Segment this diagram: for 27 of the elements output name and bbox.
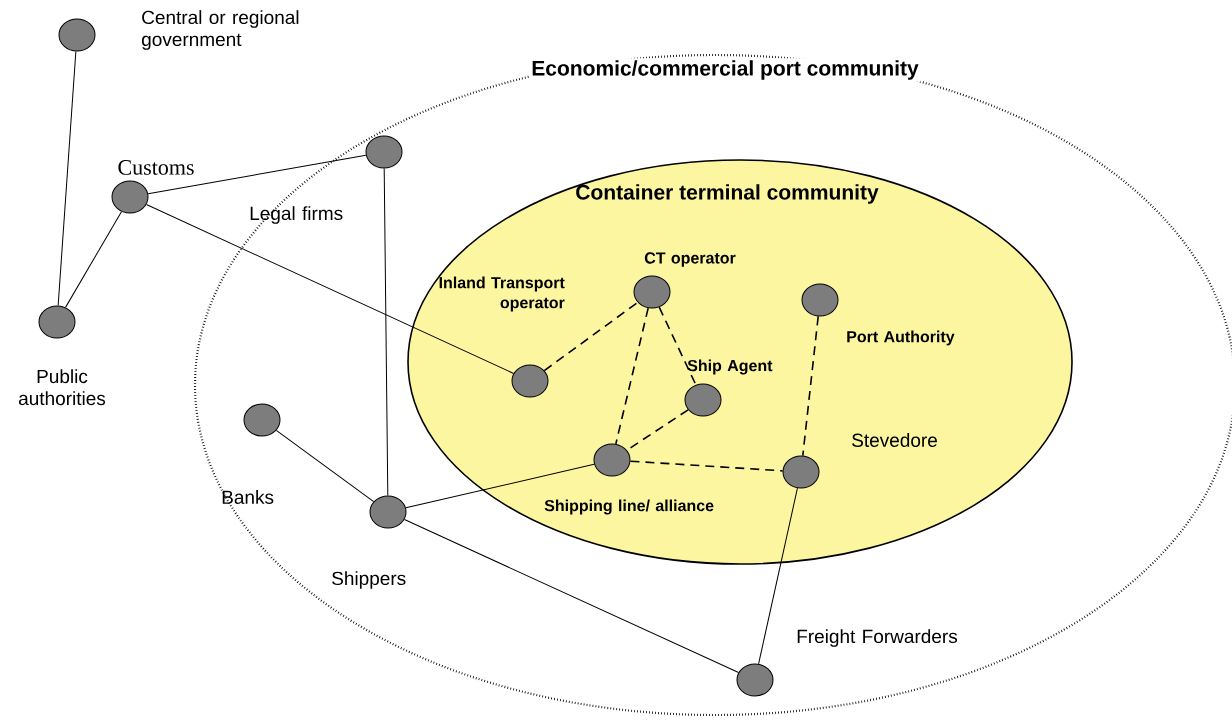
connector-line <box>65 211 122 308</box>
connector-line <box>275 429 375 503</box>
stakeholder-label: Customs <box>118 160 194 175</box>
connector-line <box>383 168 389 496</box>
stakeholder-label: Port Authority <box>847 330 955 346</box>
stakeholder-label: Freight Forwarders <box>797 629 958 647</box>
connector-line <box>145 204 515 374</box>
stakeholder-label: Inland Transport operator <box>439 276 565 312</box>
stakeholder-label: Legal firms <box>250 206 343 224</box>
stakeholder-label: Ship Agent <box>687 359 773 375</box>
stakeholder-label: Public authorities <box>18 369 106 406</box>
stakeholder-label: CT operator <box>644 252 736 267</box>
connector-line <box>543 301 639 372</box>
connector-line <box>405 463 595 509</box>
stakeholder-label: Shippers <box>332 571 406 589</box>
connector-line <box>758 487 798 665</box>
stakeholder-label: Stevedore <box>852 433 937 447</box>
stakeholder-label: Central or regional government <box>142 10 299 50</box>
connector-line <box>658 306 697 386</box>
connector-line <box>57 50 77 307</box>
connector-line <box>802 315 819 457</box>
connector-line <box>147 154 367 195</box>
connector-line <box>615 307 649 445</box>
stakeholder-label: Shipping line/ alliance <box>544 499 714 515</box>
connector-line <box>629 460 784 472</box>
stakeholder-label: Banks <box>222 490 274 504</box>
connector-line <box>403 519 740 673</box>
